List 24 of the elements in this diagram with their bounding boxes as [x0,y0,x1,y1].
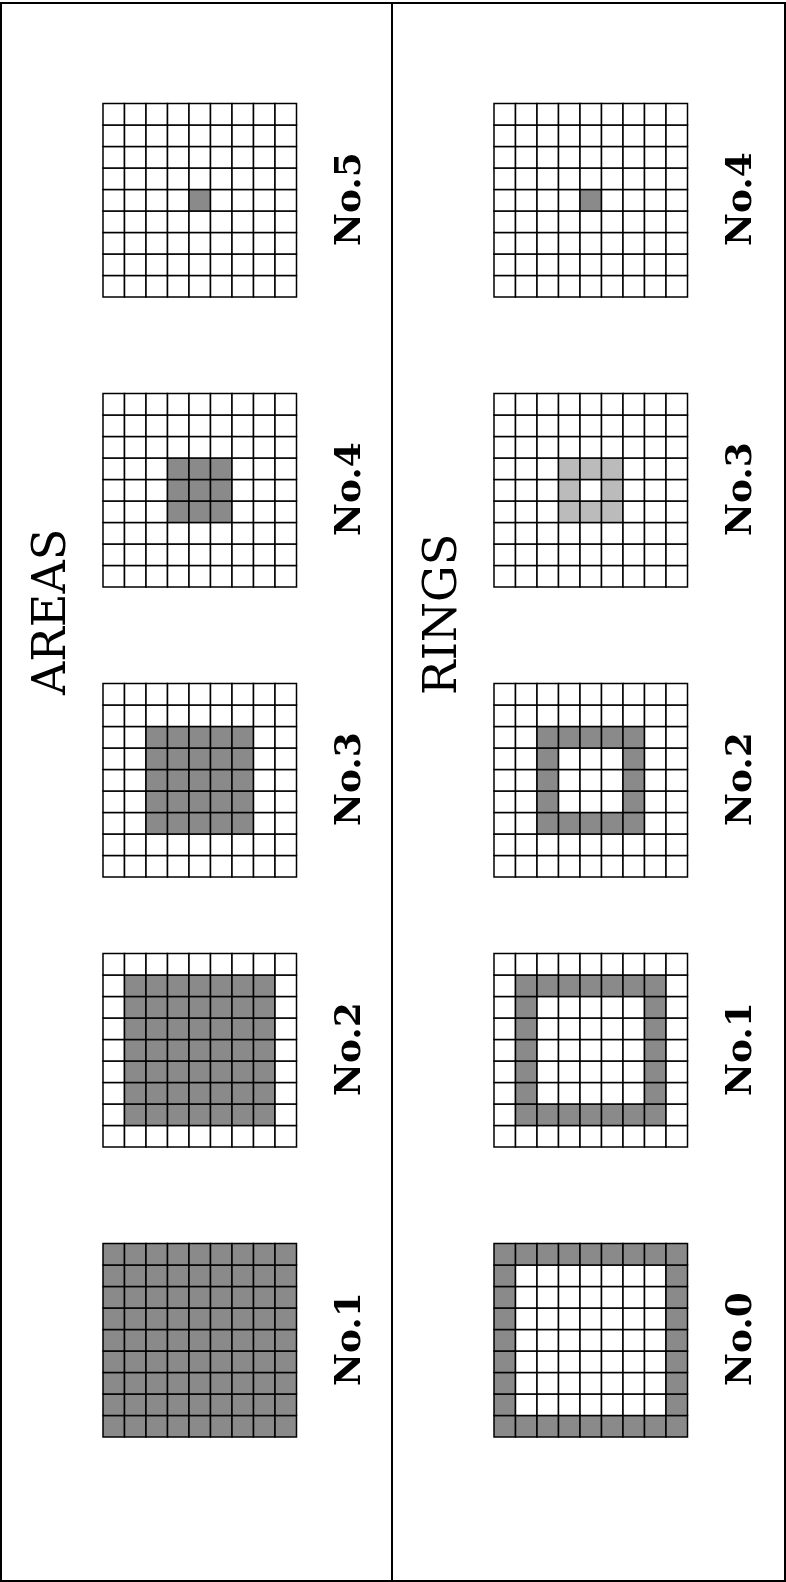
grid-caption: No.5 [327,152,367,246]
grid-drawing [102,392,298,588]
grid-drawing [493,392,689,588]
panel-title: AREAS [24,528,74,695]
grid-caption: No.3 [327,732,367,826]
grid-caption: No.2 [327,1002,367,1096]
grid-caption: No.4 [327,442,367,536]
grid-drawing [493,952,689,1148]
grid-drawing [102,682,298,878]
grid-drawing [102,1242,298,1438]
grid-drawing [493,1242,689,1438]
grid-caption: No.1 [327,1292,367,1386]
grid-caption: No.4 [718,152,758,246]
grid-caption: No.3 [718,442,758,536]
grid-caption: No.1 [718,1002,758,1096]
grid-caption: No.0 [718,1292,758,1386]
panel [391,2,786,1582]
grid-drawing [493,102,689,298]
grid-caption: No.2 [718,732,758,826]
grid-drawing [102,952,298,1148]
panel-title: RINGS [415,533,465,695]
grid-drawing [493,682,689,878]
grid-drawing [102,102,298,298]
panel [0,2,393,1582]
